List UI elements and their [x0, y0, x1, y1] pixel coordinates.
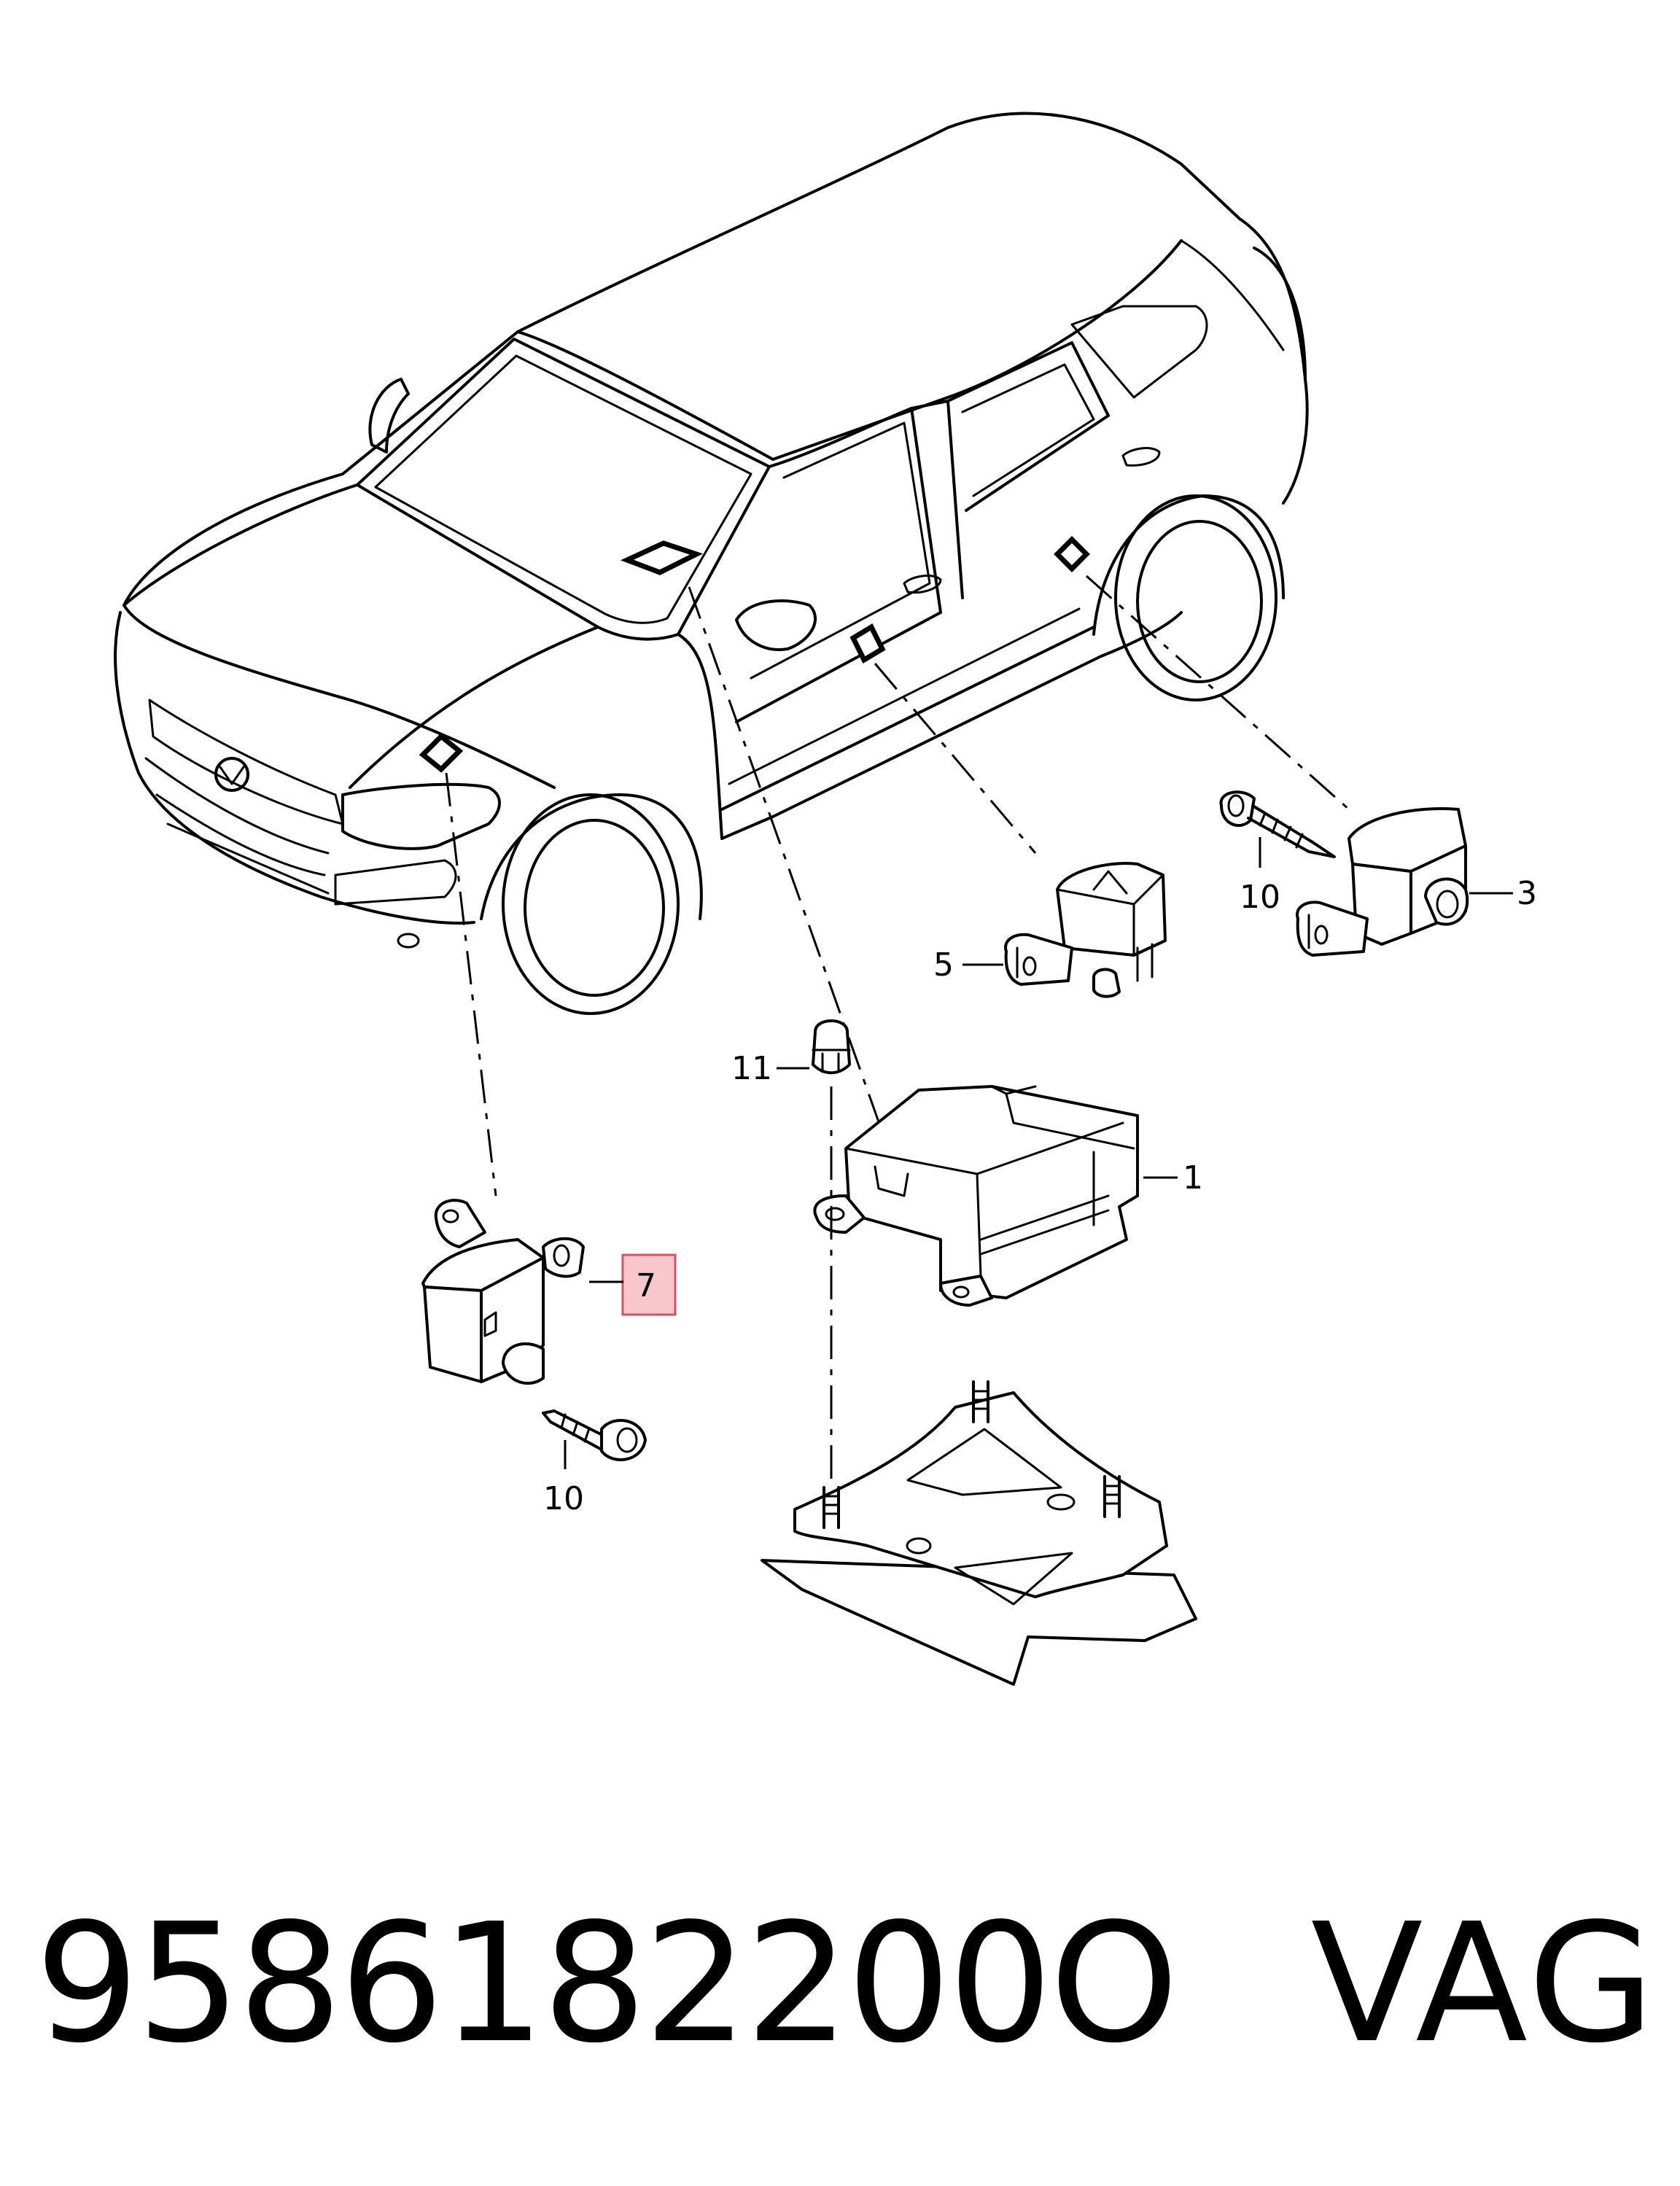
part-number: 9586182200O [35, 1889, 1179, 2080]
callout-7: 7 [636, 1267, 656, 1304]
callout-3: 3 [1517, 875, 1537, 912]
location-markers [419, 536, 1090, 773]
nut [812, 1019, 851, 1075]
marker-b-pillar [849, 623, 886, 664]
callout-1: 1 [1183, 1159, 1203, 1197]
rear-impact-sensor [1296, 807, 1469, 957]
marker-c-pillar [1054, 536, 1090, 572]
mounting-bracket [761, 1380, 1197, 1686]
side-impact-sensor [1004, 862, 1167, 998]
airbag-control-unit [813, 1085, 1139, 1307]
screw-right [1219, 790, 1336, 858]
callout-10-left: 10 [543, 1480, 584, 1517]
screw-left [542, 1409, 647, 1461]
callout-10-right: 10 [1240, 879, 1280, 916]
marker-front [419, 733, 464, 773]
callout-7-highlight [621, 1253, 677, 1316]
callout-11: 11 [731, 1050, 772, 1087]
front-impact-sensor [421, 1199, 585, 1385]
marker-center [620, 540, 704, 575]
vehicle-outline [114, 112, 1309, 1015]
callout-5: 5 [933, 946, 954, 984]
leader-lines [445, 575, 1350, 1197]
brand-name: VAG [1310, 1889, 1658, 2080]
part-footer: 9586182200O VAG [35, 1889, 1657, 2080]
